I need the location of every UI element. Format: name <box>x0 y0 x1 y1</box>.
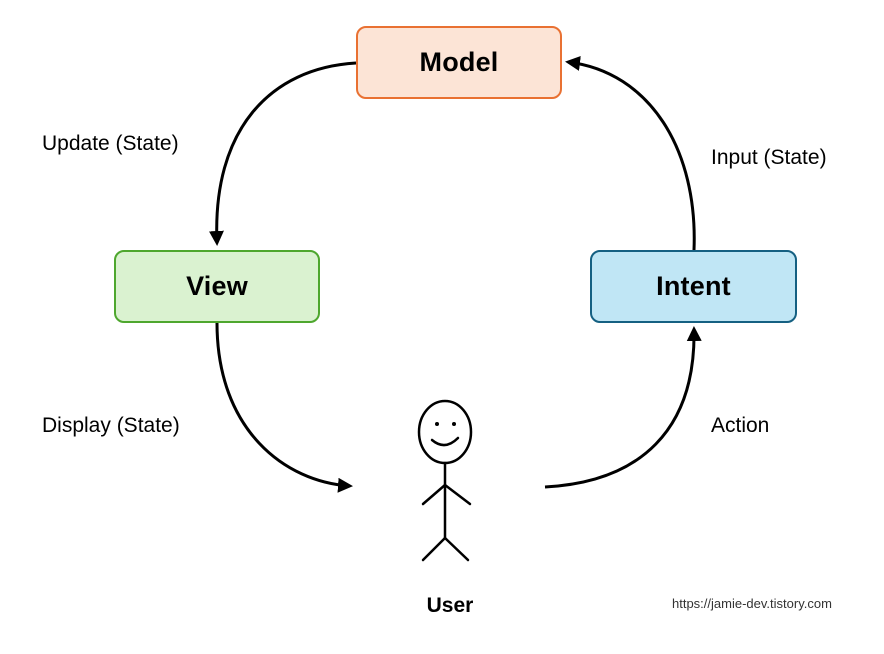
arrow-user-to-intent <box>544 326 702 489</box>
model-node-label: Model <box>419 47 499 77</box>
view-node-label: View <box>186 271 248 301</box>
update-state-label: Update (State) <box>42 132 179 155</box>
arrow-intent-to-model <box>565 56 696 251</box>
intent-node-label: Intent <box>656 271 731 301</box>
source-url: https://jamie-dev.tistory.com <box>672 596 832 611</box>
arrow-model-to-view <box>208 61 357 246</box>
user-label: User <box>426 594 474 617</box>
arrow-view-to-user <box>215 322 353 493</box>
display-state-label: Display (State) <box>42 414 180 437</box>
action-label: Action <box>711 414 770 437</box>
intent-node: Intent <box>590 250 797 323</box>
view-node: View <box>114 250 320 323</box>
model-node: Model <box>356 26 562 99</box>
stick-figure-icon <box>417 399 473 562</box>
input-state-label: Input (State) <box>711 146 827 169</box>
